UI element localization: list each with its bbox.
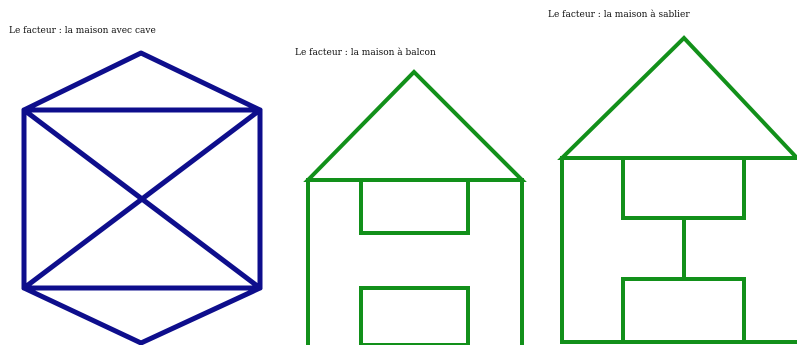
house-left-wall (562, 158, 797, 342)
lower-window (361, 288, 468, 345)
diagonal-cross (24, 110, 260, 288)
house-with-balcony-drawing (308, 72, 522, 345)
house-with-cellar-drawing (24, 53, 260, 343)
house-walls (308, 180, 522, 345)
cellar-edges (24, 288, 260, 343)
lower-box (623, 279, 744, 342)
upper-window (361, 180, 468, 233)
upper-box (623, 158, 744, 218)
roof-triangle (562, 38, 797, 158)
roof-triangle (308, 72, 522, 180)
roof-edges (24, 53, 260, 110)
house-with-hourglass-drawing (562, 38, 797, 342)
